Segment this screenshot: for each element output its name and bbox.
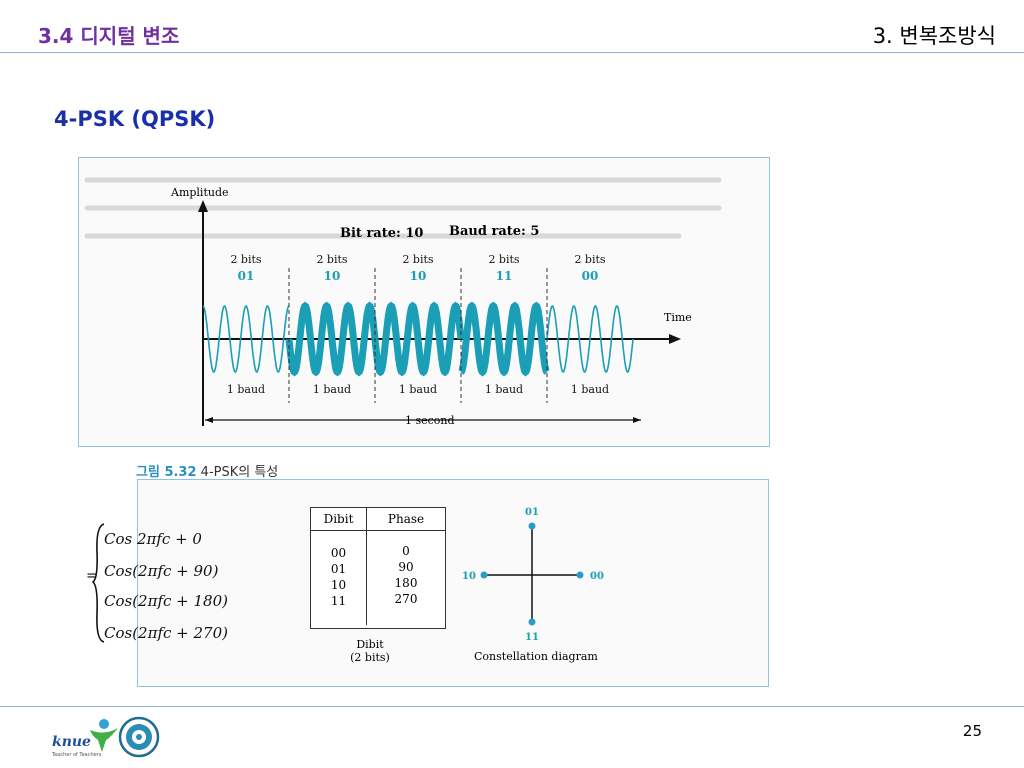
segment-dibit-label: 10	[324, 269, 341, 283]
constellation-label-left: 10	[462, 571, 476, 582]
constellation-diagram: 01 10 00 11	[462, 507, 604, 643]
university-logo: knue Teacher of Teachers	[52, 716, 172, 762]
baud-rate-label: Baud rate: 5	[449, 224, 539, 239]
segment-bits-label: 2 bits	[488, 253, 519, 266]
topic-heading: 4-PSK (QPSK)	[54, 107, 216, 131]
baud-dividers	[288, 268, 548, 403]
duration-arrow-left	[205, 417, 213, 423]
segment-dibit-label: 01	[238, 269, 255, 283]
duration-arrow-right	[633, 417, 641, 423]
university-seal-icon	[118, 716, 160, 758]
table-cell: 180	[394, 576, 418, 590]
constellation-caption: Constellation diagram	[474, 650, 598, 663]
table-cell: 01	[330, 562, 347, 576]
handwritten-line: Cos(2πfc + 270)	[104, 624, 228, 642]
segment-baud-label: 1 baud	[399, 383, 437, 396]
logo-subtext: Teacher of Teachers	[52, 752, 102, 758]
header-divider	[0, 52, 1024, 53]
table-footer-title: Dibit	[356, 638, 384, 651]
waveform-figure: Amplitude Time Bit rate: 10 Baud rate: 5…	[78, 157, 770, 447]
table-cell: 270	[394, 592, 418, 606]
footer-divider	[0, 706, 1024, 707]
handwritten-line: Cos(2πfc + 180)	[104, 592, 228, 610]
y-axis-arrow	[198, 200, 208, 212]
wave-segment	[458, 301, 550, 377]
segment-dibit-label: 00	[582, 269, 599, 283]
table-cell: 90	[398, 560, 414, 574]
table-footer-subtitle: (2 bits)	[350, 651, 390, 664]
constellation-label-top: 01	[525, 507, 539, 518]
table-cell: 0	[402, 544, 410, 558]
table-cell: 00	[330, 546, 347, 560]
phase-column: 0 90 180 270	[367, 531, 446, 626]
table-header-dibit: Dibit	[311, 508, 367, 531]
segment-baud-label: 1 baud	[227, 383, 265, 396]
wave-segment	[285, 301, 379, 377]
table-cell: 11	[330, 594, 347, 608]
qpsk-waveform	[202, 301, 634, 377]
segment-baud-label: 1 baud	[313, 383, 351, 396]
constellation-point-00	[576, 571, 584, 579]
segment-bits-label: 2 bits	[230, 253, 261, 266]
segment-bits-label: 2 bits	[402, 253, 433, 266]
constellation-point-10	[480, 571, 488, 579]
phase-table-box: Dibit Phase 00 01 10 11 0 90 180 270	[310, 507, 446, 629]
slide-section-title: 3.4 디지털 변조	[38, 24, 180, 48]
phase-figure: Dibit Phase 00 01 10 11 0 90 180 270 Dib	[137, 479, 769, 687]
segment-dibit-label: 11	[496, 269, 513, 283]
table-footer: Dibit (2 bits)	[310, 638, 430, 664]
segment-baud-label: 1 baud	[571, 383, 609, 396]
wave-segment	[546, 305, 634, 373]
figure-number: 그림 5.32	[136, 465, 197, 480]
segment-labels: 2 bits 01 1 baud 2 bits 10 1 baud 2 bits 10 1 ba…	[227, 253, 609, 396]
amplitude-label: Amplitude	[170, 186, 229, 199]
segment-bits-label: 2 bits	[574, 253, 605, 266]
segment-baud-label: 1 baud	[485, 383, 523, 396]
handwritten-equals: =	[86, 568, 98, 584]
table-header-phase: Phase	[366, 508, 445, 531]
dibit-column: 00 01 10 11	[311, 530, 367, 625]
figure-caption: 그림 5.32 4-PSK의 특성	[136, 461, 278, 480]
handwritten-line: Cos 2πfc + 0	[104, 530, 202, 548]
slide-chapter-title: 3. 변복조방식	[872, 24, 996, 48]
waveform-diagram: Amplitude Time Bit rate: 10 Baud rate: 5…	[84, 177, 722, 427]
constellation-label-right: 00	[590, 571, 604, 582]
x-axis-arrow	[669, 334, 681, 344]
constellation-point-11	[528, 618, 536, 626]
segment-bits-label: 2 bits	[316, 253, 347, 266]
handwritten-line: Cos(2πfc + 90)	[104, 562, 219, 580]
time-label: Time	[664, 311, 692, 324]
wave-segment	[202, 304, 290, 373]
table-cell: 10	[330, 578, 347, 592]
wave-segment	[371, 301, 465, 377]
handwritten-brace	[92, 523, 105, 643]
segment-dibit-label: 10	[410, 269, 427, 283]
bit-rate-label: Bit rate: 10	[340, 226, 423, 241]
page-number: 25	[962, 722, 982, 740]
one-second-label: 1 second	[405, 414, 455, 427]
logo-figure-icon	[90, 719, 118, 752]
phase-table: Dibit Phase 00 01 10 11 0 90 180 270	[311, 508, 445, 625]
figure-caption-text: 4-PSK의 특성	[200, 465, 279, 480]
logo-text: knue	[52, 734, 91, 750]
faded-background-text	[84, 177, 722, 239]
constellation-label-bottom: 11	[525, 632, 539, 643]
constellation-point-01	[528, 522, 536, 530]
